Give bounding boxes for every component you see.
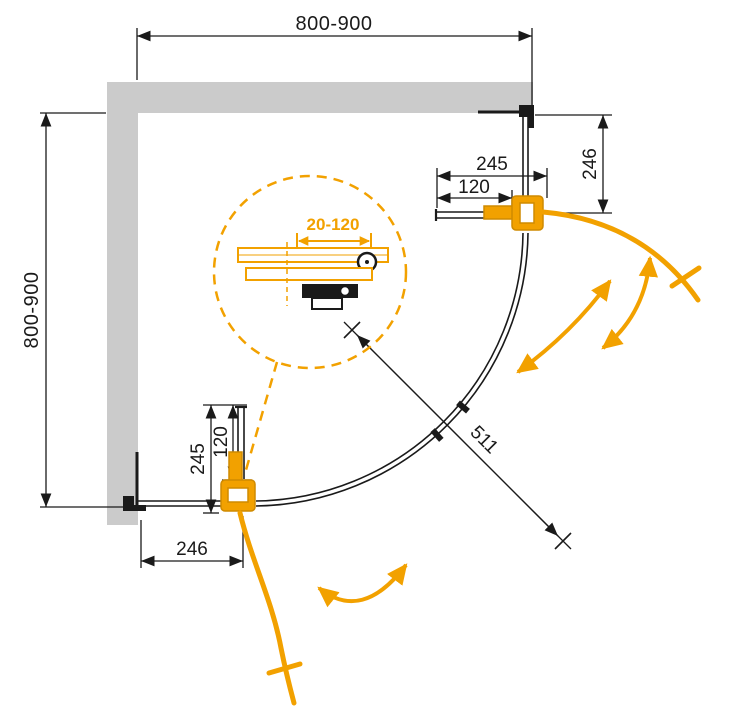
dim-246-bottom-label: 246 bbox=[176, 539, 208, 560]
clamp-screw bbox=[339, 285, 351, 297]
bracket-slot bbox=[519, 202, 535, 224]
door-handle bbox=[669, 265, 702, 289]
dim-left-depth-label: 800-900 bbox=[21, 272, 43, 349]
fixed-glass-bottom bbox=[138, 500, 224, 507]
dim-120-bottom-label: 120 bbox=[211, 426, 232, 458]
walls bbox=[107, 82, 534, 525]
left-wall bbox=[107, 82, 138, 525]
detail-circle bbox=[212, 174, 408, 370]
dim-120-top-label: 120 bbox=[458, 177, 490, 198]
fixed-glass-top bbox=[522, 113, 529, 198]
dim-left-depth: 800-900 bbox=[21, 112, 134, 508]
hinge-bracket-bottom bbox=[220, 451, 256, 512]
dim-tick bbox=[343, 321, 361, 339]
dim-bottom-left-group: 245 120 246 bbox=[140, 404, 252, 568]
dim-tick bbox=[554, 532, 572, 550]
door-arm bbox=[540, 209, 701, 303]
bracket-clamp-arm bbox=[483, 205, 515, 220]
swing-arrows bbox=[317, 255, 659, 608]
door-arm bbox=[237, 510, 297, 706]
top-wall bbox=[107, 82, 533, 113]
bracket-clamp-arm bbox=[228, 451, 243, 483]
dim-245-bottom-label: 245 bbox=[188, 443, 209, 475]
swing-arrow-middle bbox=[516, 279, 612, 374]
door-open-position-bottom bbox=[237, 510, 303, 706]
detail-circle-group: 20-120 bbox=[212, 174, 408, 471]
bracket-slot bbox=[227, 487, 249, 503]
swing-arrow-top bbox=[601, 255, 659, 350]
top-wall-profile bbox=[519, 105, 534, 128]
swing-arrow-bottom bbox=[317, 563, 408, 608]
dim-245-top-label: 245 bbox=[476, 154, 508, 175]
hinge-bracket-top bbox=[483, 195, 544, 231]
dim-511-label: 511 bbox=[466, 422, 502, 458]
door-handle bbox=[266, 661, 303, 676]
dim-top-width-label: 800-900 bbox=[296, 13, 373, 35]
dim-adjustment-label: 20-120 bbox=[307, 215, 360, 234]
dim-246-right-label: 246 bbox=[580, 148, 601, 180]
dim-top-width: 800-900 bbox=[136, 13, 533, 110]
screw-center bbox=[365, 260, 369, 264]
wall-profile-rail bbox=[245, 267, 373, 281]
dim-line bbox=[356, 334, 559, 537]
door-open-position-top bbox=[540, 209, 702, 303]
detail-leader-line bbox=[244, 361, 279, 471]
clamp-base bbox=[311, 297, 343, 310]
